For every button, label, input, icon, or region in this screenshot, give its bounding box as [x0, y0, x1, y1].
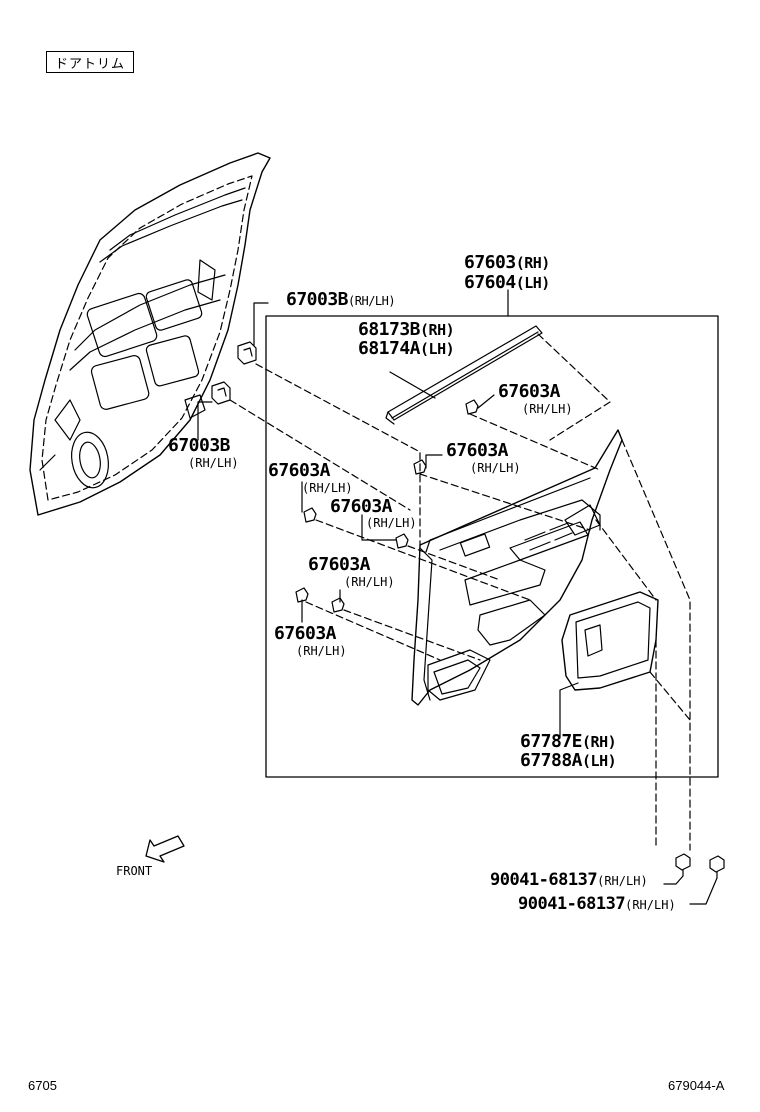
label-clip-a-2-side: (RH/LH) — [470, 461, 521, 475]
label-trim-panel-rh: 67603(RH) — [464, 252, 550, 273]
label-pocket-lh: 67788A(LH) — [520, 750, 617, 771]
label-clip-a-5-side: (RH/LH) — [344, 575, 395, 589]
label-clip-a-4-side: (RH/LH) — [366, 516, 417, 530]
clip-67603a-1 — [465, 399, 479, 415]
clip-67603a-4 — [395, 533, 409, 549]
label-clip-b-bottom: 67003B — [168, 435, 231, 456]
label-screw-2: 90041-68137(RH/LH) — [518, 894, 676, 914]
label-clip-a-1-side: (RH/LH) — [522, 402, 573, 416]
figure-id: 679044-A — [668, 1078, 725, 1093]
clip-67603a-6 — [295, 587, 309, 603]
clip-67003b-lower — [211, 381, 231, 405]
screw-2 — [709, 855, 725, 879]
door-pocket — [561, 591, 659, 691]
label-clip-a-1: 67603A — [498, 381, 561, 402]
label-weatherstrip-rh: 68173B(RH) — [358, 319, 455, 340]
front-arrow-icon — [145, 835, 185, 863]
clip-67603a-3 — [303, 507, 317, 523]
label-clip-a-6: 67603A — [274, 623, 337, 644]
screw-1 — [675, 853, 691, 877]
door-trim-panel — [411, 429, 623, 706]
page-code: 6705 — [28, 1078, 57, 1093]
clip-67003b-upper — [237, 341, 257, 365]
label-clip-a-4: 67603A — [330, 496, 393, 517]
label-clip-a-2: 67603A — [446, 440, 509, 461]
label-clip-a-3: 67603A — [268, 460, 331, 481]
door-frame — [29, 152, 271, 516]
label-clip-a-5: 67603A — [308, 554, 371, 575]
label-front: FRONT — [116, 864, 153, 878]
label-pocket-rh: 67787E(RH) — [520, 731, 617, 752]
weatherstrip — [385, 325, 543, 425]
label-trim-panel-lh: 67604(LH) — [464, 272, 550, 293]
label-clip-a-6-side: (RH/LH) — [296, 644, 347, 658]
section-tag: ドアトリム — [46, 51, 134, 73]
assembly-frame — [265, 315, 719, 778]
projection-lines — [229, 333, 691, 851]
label-clip-a-3-side: (RH/LH) — [302, 481, 353, 495]
label-weatherstrip-lh: 68174A(LH) — [358, 338, 455, 359]
clip-67603a-5 — [331, 597, 345, 613]
label-clip-b-bottom-side: (RH/LH) — [188, 456, 239, 470]
label-screw-1: 90041-68137(RH/LH) — [490, 870, 648, 890]
label-clip-b-top: 67003B(RH/LH) — [286, 289, 396, 310]
